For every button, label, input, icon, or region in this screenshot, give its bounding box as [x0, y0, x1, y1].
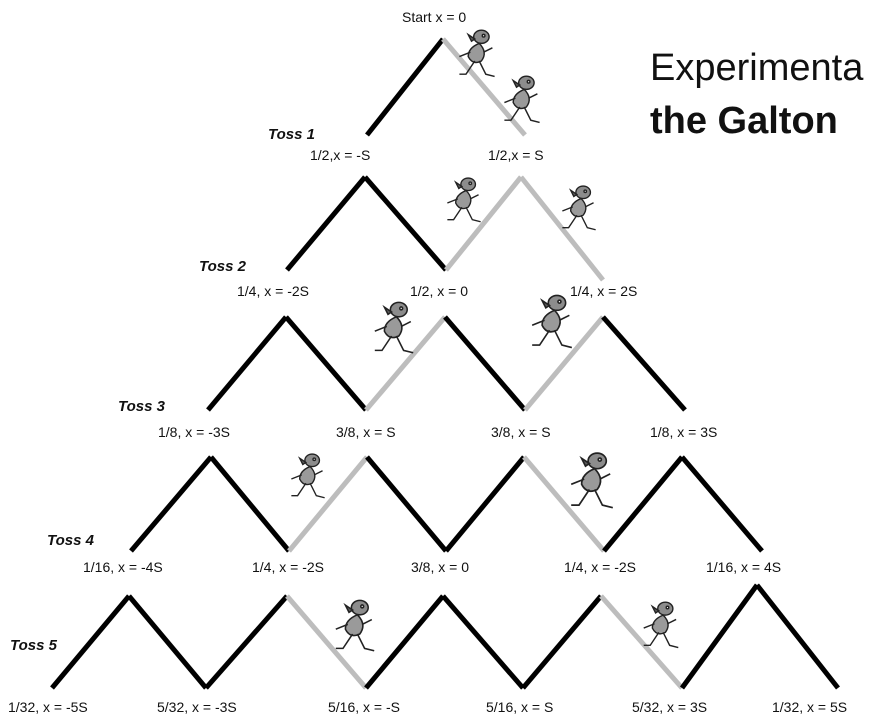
outcome-label: 3/8, x = S: [491, 424, 551, 440]
zigzag-row-2: [285, 175, 605, 282]
outcome-label: 1/2,x = -S: [310, 147, 370, 163]
outcome-label: 1/8, x = 3S: [650, 424, 717, 440]
outcome-label: 1/8, x = -3S: [158, 424, 230, 440]
walking-person-icon: [531, 294, 573, 349]
outcome-label: 1/16, x = 4S: [706, 559, 781, 575]
toss-label-1: Toss 1: [268, 126, 315, 143]
outcome-label: 5/32, x = 3S: [632, 699, 707, 715]
walking-person-icon: [458, 29, 496, 78]
walking-person-icon: [570, 452, 614, 509]
outcome-label: 1/32, x = 5S: [772, 699, 847, 715]
toss-label-3: Toss 3: [118, 398, 166, 415]
outcome-label: 1/4, x = 2S: [570, 283, 637, 299]
outcome-label: 5/16, x = -S: [328, 699, 400, 715]
outcome-label: 1/4, x = -2S: [564, 559, 636, 575]
toss-label-4: Toss 4: [47, 532, 95, 549]
outcome-label: 1/2,x = S: [488, 147, 544, 163]
walking-person-icon: [642, 601, 680, 649]
zigzag-row-4: [129, 455, 764, 553]
toss-label-2: Toss 2: [199, 258, 247, 275]
toss-label-5: Toss 5: [10, 637, 58, 654]
walking-person-icon: [334, 599, 376, 652]
walking-person-icon: [446, 177, 482, 223]
start-label: Start x = 0: [402, 9, 466, 25]
zigzag-row-3: [206, 315, 687, 412]
outcome-label: 3/8, x = S: [336, 424, 396, 440]
title-line-2: the Galton: [650, 100, 838, 142]
zigzag-row-1: [365, 37, 527, 137]
outcome-label: 1/32, x = -5S: [8, 699, 88, 715]
outcome-label: 5/16, x = S: [486, 699, 553, 715]
zigzag-row-5: [50, 583, 840, 690]
outcome-label: 1/4, x = -2S: [252, 559, 324, 575]
walking-person-icon: [561, 185, 597, 231]
outcome-label: 1/16, x = -4S: [83, 559, 163, 575]
outcome-label: 3/8, x = 0: [411, 559, 469, 575]
outcome-label: 1/2, x = 0: [410, 283, 468, 299]
outcome-label: 1/4, x = -2S: [237, 283, 309, 299]
outcome-label: 5/32, x = -3S: [157, 699, 237, 715]
walking-person-icon: [373, 301, 415, 354]
walking-person-icon: [290, 453, 326, 499]
title-line-1: Experimenta: [650, 47, 864, 89]
